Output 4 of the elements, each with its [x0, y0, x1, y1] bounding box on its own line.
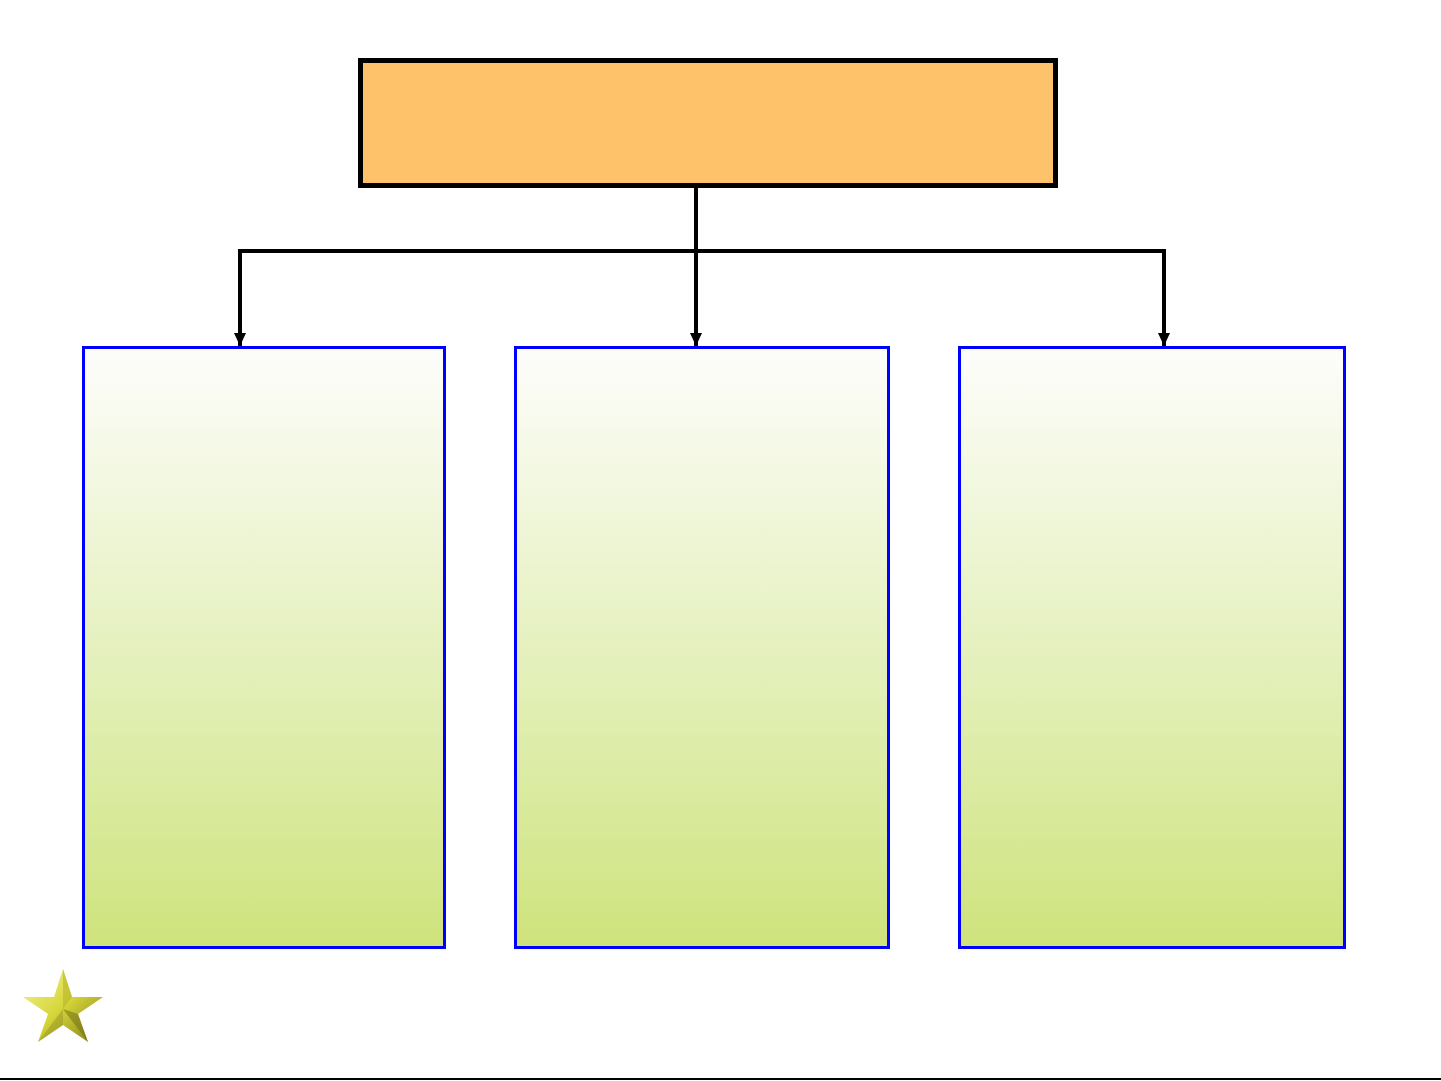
content-box: [514, 346, 890, 949]
title-box: [358, 58, 1058, 188]
content-box: [82, 346, 446, 949]
content-box: [958, 346, 1346, 949]
